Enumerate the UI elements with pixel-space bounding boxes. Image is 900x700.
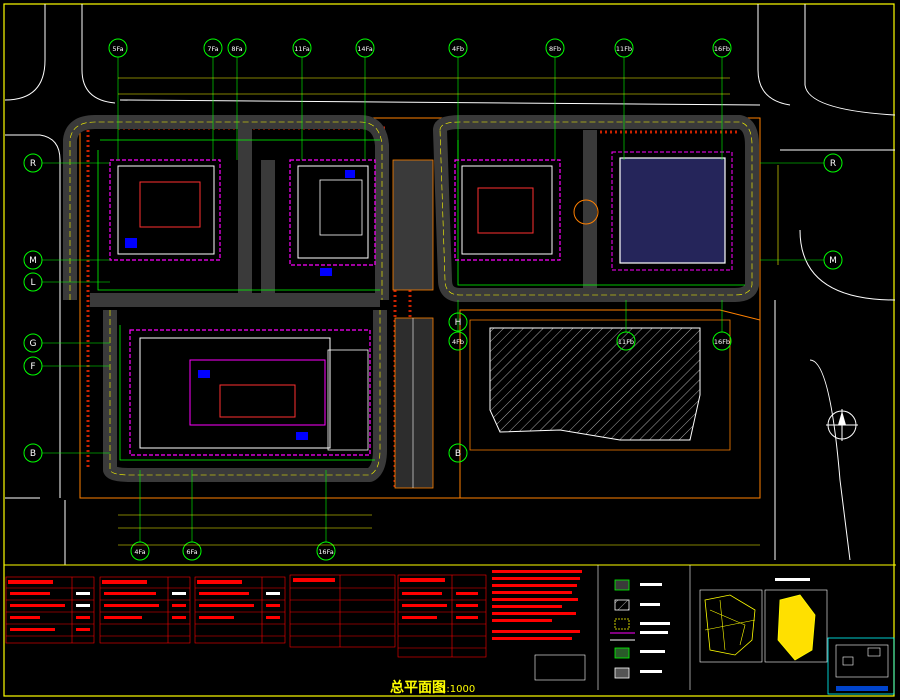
axis-label-left-4-bubble [23,333,43,353]
axis-label-left-1: R [30,159,36,169]
existing-building-hatched [489,327,701,441]
landscape-strip [392,159,434,489]
axis-label-center-2-bubble [448,443,468,463]
site-boundary-right [459,309,761,499]
site-boundary [79,117,761,499]
axis-label-top-9: 16Fb [714,45,730,53]
axis-label-top-7: 8Fb [549,45,561,53]
road-edges [97,139,745,461]
axis-label-center-2: B [455,449,461,459]
data-table-1 [5,576,95,644]
axis-label-left-6: B [30,449,36,459]
data-table-5 [397,574,487,658]
axis-label-top-2-bubble [203,38,223,58]
axis-label-center-1-bubble [448,312,468,332]
building-block-e [611,151,733,271]
legend-swatch-hatched [614,599,630,611]
axis-labels-center: HB [448,312,468,463]
axis-grid-lines [42,57,824,542]
axis-label-middle-3-bubble [712,331,732,351]
axis-label-right-1-bubble [823,153,843,173]
street-lines [4,4,896,565]
axis-label-top-1-bubble [108,38,128,58]
title-block-stamp [827,637,895,695]
axis-label-middle-2-bubble [616,331,636,351]
axis-label-right-2: M [829,256,837,266]
axis-label-middle-2: 11Fb [618,338,634,346]
axis-labels-top: 5Fa 7Fa 8Fa 11Fa 14Fa 4Fb 8Fb 11Fb 16Fb [108,38,732,58]
axis-label-top-7-bubble [545,38,565,58]
legend [597,565,691,690]
building-block-b [289,159,376,276]
axis-label-bottom-3: 16Fa [318,548,333,556]
axis-label-top-1: 5Fa [112,45,123,53]
existing-site-line [469,319,731,451]
axis-label-top-9-bubble [712,38,732,58]
axis-label-right-2-bubble [823,250,843,270]
axis-label-left-3: L [30,278,35,288]
axis-label-left-2-bubble [23,250,43,270]
legend-swatch-boundary [614,618,630,630]
axis-label-top-8-bubble [614,38,634,58]
axis-labels-left: R M L G F B [23,153,43,463]
axis-label-top-3-bubble [227,38,247,58]
data-table-4 [289,574,396,648]
axis-label-left-4: G [30,339,37,349]
building-block-a [109,159,221,261]
axis-label-top-6-bubble [448,38,468,58]
axis-label-right-1: R [830,159,836,169]
axis-label-bottom-1-bubble [130,541,150,561]
dimension-lines [118,77,779,546]
axis-label-bottom-3-bubble [316,541,336,561]
axis-label-top-3: 8Fa [231,45,242,53]
axis-labels-bottom: 4Fa 6Fa 16Fa [130,541,336,561]
notes-stamp [534,654,586,681]
axis-label-middle-3: 16Fb [714,338,730,346]
location-map [699,578,828,663]
axis-label-left-5-bubble [23,356,43,376]
axis-label-bottom-2-bubble [182,541,202,561]
legend-swatch-road [614,579,630,591]
building-block-d [454,159,599,261]
axis-label-left-1-bubble [23,153,43,173]
axis-label-top-2: 7Fa [207,45,218,53]
axis-label-top-4-bubble [292,38,312,58]
data-table-2 [99,576,191,644]
axis-label-left-3-bubble [23,272,43,292]
drawing-scale: 1:1000 [440,684,475,695]
axis-label-top-4: 11Fa [294,45,309,53]
axis-label-top-5: 14Fa [357,45,372,53]
axis-label-left-6-bubble [23,443,43,463]
road-centerlines [69,121,753,476]
axis-labels-right: RM [823,153,843,270]
axis-label-top-5-bubble [355,38,375,58]
axis-label-middle-1-bubble [448,331,468,351]
axis-label-top-8: 11Fb [616,45,632,53]
axis-labels-middle: 4Fb 11Fb 16Fb [448,331,732,351]
drawing-title: 总平面图 [390,679,446,696]
legend-swatch-green [614,647,630,659]
north-arrow-icon [826,409,858,441]
axis-label-left-2: M [29,256,37,266]
legend-swatch-paving [614,667,630,679]
design-notes [492,570,582,640]
axis-label-left-5: F [30,362,35,372]
axis-label-middle-1: 4Fb [452,338,464,346]
table-text-blocks [8,578,478,631]
axis-label-bottom-1: 4Fa [134,548,145,556]
axis-label-bottom-2: 6Fa [186,548,197,556]
axis-label-center-1: H [455,318,462,328]
building-block-c [129,329,371,456]
data-table-3 [194,576,286,644]
axis-label-top-6: 4Fb [452,45,464,53]
